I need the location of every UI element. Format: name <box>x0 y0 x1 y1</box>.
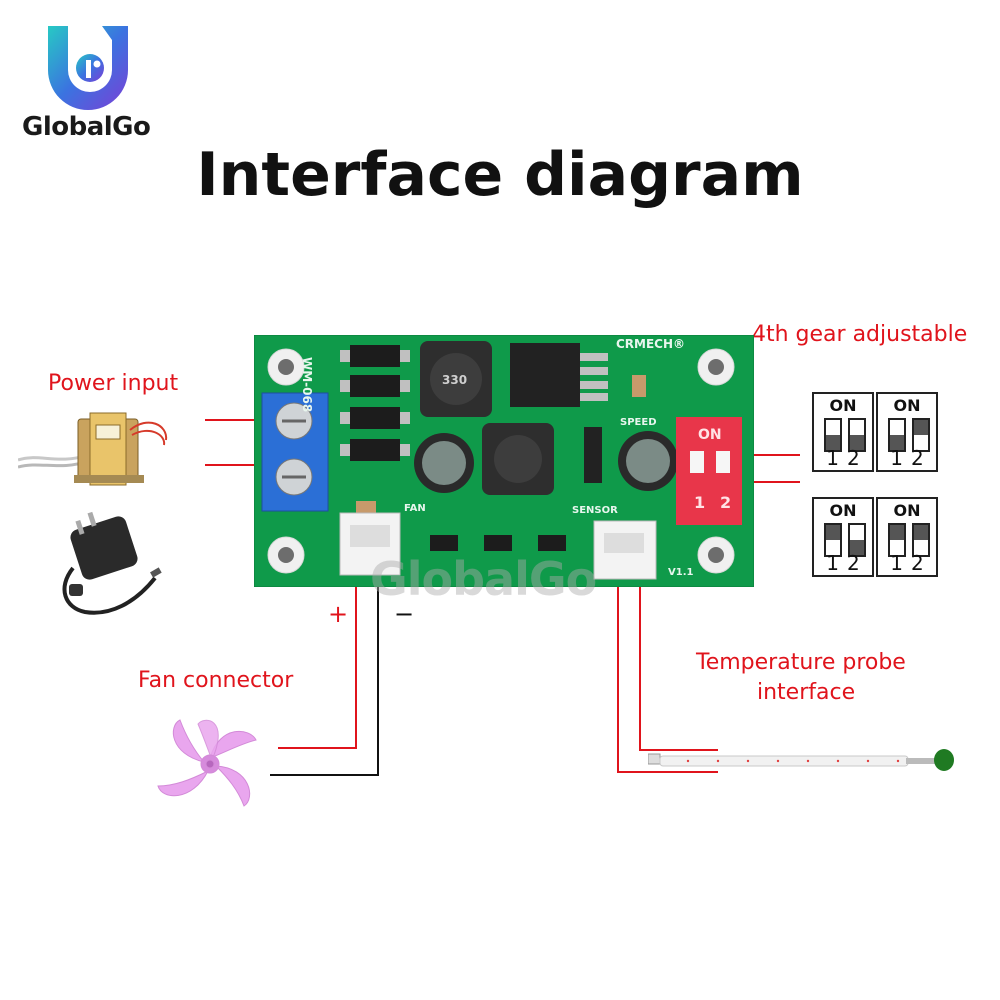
board-brand-mark: CRMECH® <box>616 337 686 351</box>
dip-numbers: 12 <box>890 446 932 470</box>
minus-sign: − <box>394 600 415 628</box>
fan-icon <box>155 718 265 810</box>
board-dip-1: 1 <box>694 493 706 512</box>
board-fan-label: FAN <box>404 503 426 514</box>
page-title: Interface diagram <box>196 140 804 210</box>
dip-setting-1: ON 12 <box>812 392 874 472</box>
plus-sign: + <box>328 600 349 628</box>
dip-numbers: 12 <box>826 446 868 470</box>
board-dip-on: ON <box>698 427 722 443</box>
fan-connector-label: Fan connector <box>138 668 294 693</box>
power-input-label: Power input <box>48 371 179 396</box>
board-dip-2: 2 <box>720 493 732 512</box>
dip-on-label: ON <box>829 501 857 520</box>
board-model: WM-068 <box>300 357 314 413</box>
dip-numbers: 12 <box>890 551 932 575</box>
power-adapter-image <box>55 508 165 618</box>
temperature-probe-image <box>647 742 958 782</box>
gear-adjustable-label: 4th gear adjustable <box>752 322 968 347</box>
board-speed-label: SPEED <box>620 417 657 428</box>
dip-numbers: 12 <box>826 551 868 575</box>
board-version-label: V1.1 <box>668 567 694 578</box>
dip-setting-3: ON 12 <box>812 497 874 577</box>
probe-label-line2: interface <box>757 680 856 705</box>
pcb-board: WM-068 CRMECH® SPEED FAN SENSOR V1.1 330… <box>253 334 755 588</box>
globalgo-logo-icon <box>48 26 128 110</box>
board-sensor-label: SENSOR <box>572 505 618 516</box>
dip-on-label: ON <box>893 501 921 520</box>
transformer-image <box>17 405 168 495</box>
brand-logo <box>40 20 140 112</box>
dip-setting-4: ON 12 <box>876 497 938 577</box>
dip-setting-2: ON 12 <box>876 392 938 472</box>
probe-label-line1: Temperature probe <box>696 650 906 675</box>
dip-on-label: ON <box>893 396 921 415</box>
dip-on-label: ON <box>829 396 857 415</box>
brand-name: GlobalGo <box>22 112 151 142</box>
inductor-code: 330 <box>442 373 468 387</box>
watermark: GlobalGo <box>370 552 597 606</box>
